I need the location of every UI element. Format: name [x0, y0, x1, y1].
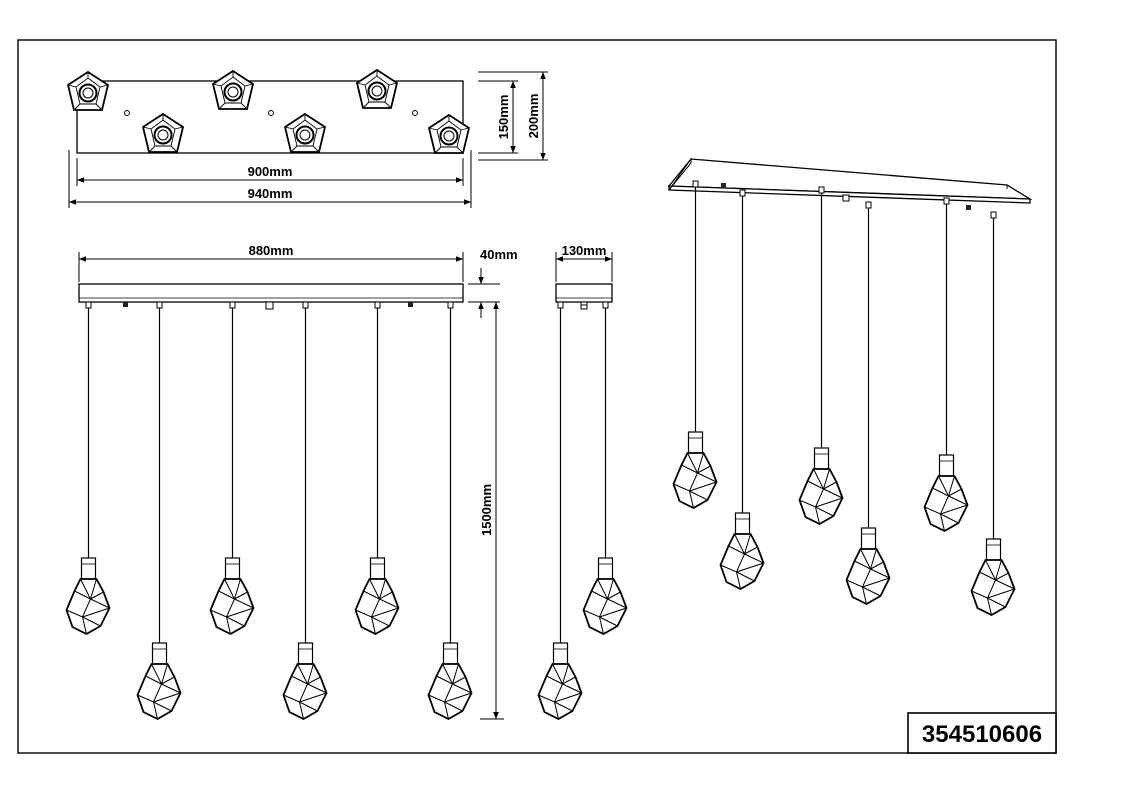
dim-inner-width: 900mm [248, 164, 293, 179]
drawing-frame [17, 39, 1057, 754]
top-view-plate [76, 80, 464, 154]
side-view: 130mm [537, 243, 628, 720]
dim-outer-width: 940mm [248, 186, 293, 201]
dim-height-outer: 200mm [526, 94, 541, 139]
dim-depth: 130mm [562, 243, 607, 258]
pendant [970, 211, 1016, 616]
mounting-hole [412, 110, 418, 116]
pendant [209, 301, 255, 635]
pendant [282, 301, 328, 720]
top-crystal-icon [67, 71, 109, 111]
top-crystal-icon [356, 69, 398, 109]
pendant [672, 180, 718, 509]
pendant [582, 301, 628, 635]
mounting-hole [124, 110, 130, 116]
front-canopy [78, 283, 464, 303]
pendant [354, 301, 400, 635]
top-view: 900mm 940mm 150mm 200mm [67, 69, 548, 208]
front-view: 880mm 40mm 1500mm [65, 243, 518, 720]
pendant [65, 301, 111, 635]
perspective-view [667, 157, 1033, 616]
pendant [845, 201, 891, 605]
dim-canopy-height: 40mm [480, 247, 518, 262]
top-crystal-icon [212, 70, 254, 110]
pendant [719, 189, 765, 590]
pendant [427, 301, 473, 720]
pendant [136, 301, 182, 720]
product-code-box [907, 712, 1057, 754]
dim-canopy-width: 880mm [249, 243, 294, 258]
dim-height-inner: 150mm [496, 95, 511, 140]
pendant [537, 301, 583, 720]
dim-drop: 1500mm [479, 484, 494, 536]
pendant [798, 186, 844, 525]
side-canopy [555, 283, 613, 303]
pendant [923, 197, 969, 532]
product-code: 354510606 [922, 721, 1042, 748]
mounting-hole [268, 110, 274, 116]
